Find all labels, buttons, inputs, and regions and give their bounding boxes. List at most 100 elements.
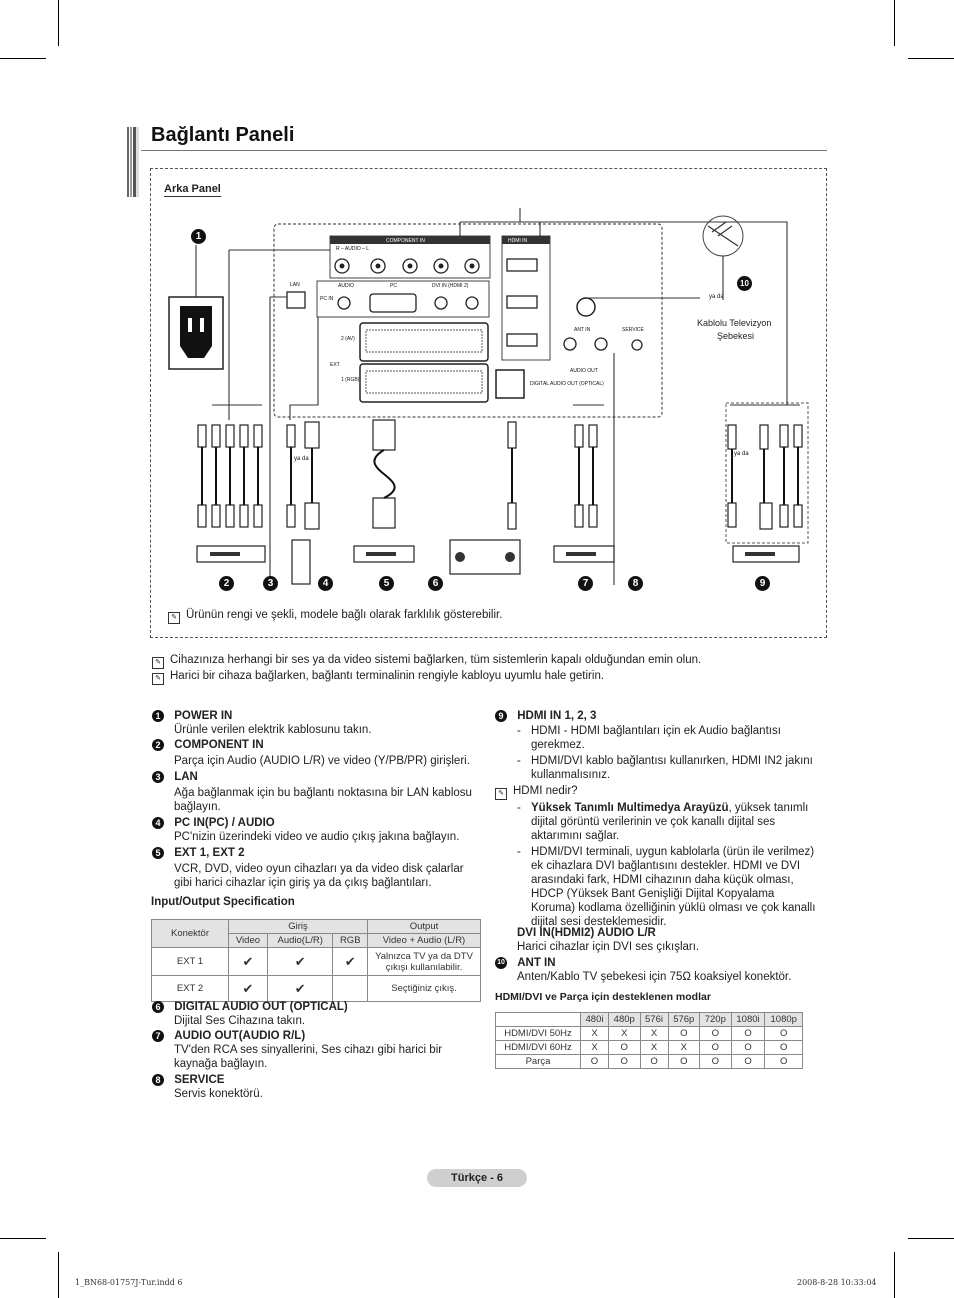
io-sub-audio: Audio(L/R): [266, 933, 334, 948]
diagram-note-text: Ürünün rengi ve şekli, modele bağlı olar…: [186, 609, 503, 621]
marker-8: 8: [628, 576, 643, 591]
item-number: 10: [495, 956, 507, 969]
item-text: Ağa bağlanmak için bu bağlantı noktasına…: [174, 787, 472, 799]
io-spec-title: Input/Output Specification: [151, 896, 295, 908]
io-cell: ✔: [332, 947, 368, 976]
hdmi-what-bullet-2: - HDMI/DVI terminali, uygun kablolarla (…: [517, 846, 816, 928]
hdmi-in-label: HDMI IN: [508, 238, 528, 244]
item-title: SERVICE: [174, 1074, 225, 1086]
marker-10: 10: [737, 276, 752, 291]
dvi-in-label: DVI IN (HDMI 2): [432, 283, 469, 289]
table-row: EXT 2 ✔ ✔ Seçtiğiniz çıkış.: [151, 975, 481, 1002]
item-text: Parça için Audio (AUDIO L/R) ve video (Y…: [174, 755, 470, 767]
modes-title: HDMI/DVI ve Parça için desteklenen modla…: [495, 991, 711, 1003]
crop-mark: [0, 58, 46, 59]
item-number: 9: [495, 709, 507, 722]
marker-3: 3: [263, 576, 278, 591]
footer-file: 1_BN68-01757J-Tur.indd 6: [75, 1278, 183, 1287]
item-component-in: 2 COMPONENT IN Parça için Audio (AUDIO L…: [152, 738, 482, 768]
cable-tv-label: Kablolu Televizyon: [697, 318, 771, 328]
crop-mark: [0, 1238, 46, 1239]
footer-date: 2008-8-28 10:33:04: [797, 1278, 877, 1287]
cable-ya-da-left: ya da: [294, 456, 309, 462]
item-title: LAN: [174, 771, 198, 783]
item-pc-in: 4 PC IN(PC) / AUDIO PC'nizin üzerindeki …: [152, 816, 482, 844]
title-rule: [141, 150, 827, 151]
vga-port: [369, 293, 417, 313]
io-cell: EXT 2: [151, 975, 229, 1002]
page-number-label: Türkçe - 6: [427, 1169, 527, 1187]
service-label: SERVICE: [622, 327, 645, 333]
io-cell: ✔: [266, 975, 334, 1002]
item-text: VCR, DVD, video oyun cihazları ya da vid…: [174, 863, 464, 875]
io-sub-output: Video + Audio (L/R): [367, 933, 481, 948]
note-1: ✎Cihazınıza herhangi bir ses ya da video…: [152, 653, 701, 669]
ant-in-label: ANT IN: [574, 327, 591, 333]
lan-label: LAN: [290, 282, 300, 288]
crop-mark: [894, 0, 895, 46]
io-header-giris: Giriş: [228, 919, 368, 934]
service-port: [631, 339, 643, 351]
io-header-output: Output: [367, 919, 481, 934]
dvi-audio-block: DVI IN(HDMI2) AUDIO L/R Harici cihazlar …: [517, 926, 827, 954]
item-text: Anten/Kablo TV şebekesi için 75Ω koaksiy…: [517, 971, 792, 983]
optical-port: [495, 369, 525, 399]
title-decoration: [127, 127, 139, 197]
hdmi-what-title: HDMI nedir?: [513, 785, 578, 797]
scart-ext1: [359, 363, 489, 403]
pc-device: [291, 539, 311, 585]
item-number: 2: [152, 738, 164, 751]
item-power-in: 1 POWER IN Ürünle verilen elektrik kablo…: [152, 709, 482, 737]
ext1-label: 1 (RGB): [341, 377, 360, 383]
crop-mark: [894, 1252, 895, 1298]
io-cell: EXT 1: [151, 947, 229, 976]
panel-outline: [273, 223, 663, 418]
marker-6: 6: [428, 576, 443, 591]
hdmi-what-bullet-1: - Yüksek Tanımlı Multimedya Arayüzü, yük…: [517, 802, 809, 842]
io-cell: ✔: [228, 947, 268, 976]
item-title: EXT 1, EXT 2: [174, 847, 245, 859]
item-text: Ürünle verilen elektrik kablosunu takın.: [174, 724, 372, 736]
item-title: HDMI IN 1, 2, 3: [517, 710, 597, 722]
marker-2: 2: [219, 576, 234, 591]
crop-mark: [908, 1238, 954, 1239]
item-title: ANT IN: [517, 957, 556, 969]
pc-label: PC: [390, 283, 397, 289]
note-2: ✎Harici bir cihaza bağlarken, bağlantı t…: [152, 669, 604, 685]
io-cell: ✔: [266, 947, 334, 976]
item-ext: 5 EXT 1, EXT 2 VCR, DVD, video oyun ciha…: [152, 846, 482, 890]
io-sub-video: Video: [228, 933, 268, 948]
item-digital-audio-out: 6 DIGITAL AUDIO OUT (OPTICAL) Dijital Se…: [152, 1000, 482, 1028]
power-socket-face: [180, 306, 212, 358]
item-text: kaynağa bağlayın.: [174, 1058, 268, 1070]
dvi-text: Harici cihazlar için DVI ses çıkışları.: [517, 941, 700, 953]
optical-label: DIGITAL AUDIO OUT (OPTICAL): [530, 381, 604, 387]
item-title: DIGITAL AUDIO OUT (OPTICAL): [174, 1001, 348, 1013]
io-cell: [332, 975, 368, 1002]
item-title: AUDIO OUT(AUDIO R/L): [174, 1030, 306, 1042]
item-number: 3: [152, 770, 164, 783]
item-title: COMPONENT IN: [174, 739, 264, 751]
item-text: Dijital Ses Cihazına takın.: [174, 1015, 306, 1027]
section-label: Arka Panel: [164, 183, 221, 197]
marker-7: 7: [578, 576, 593, 591]
rear-panel-box: [150, 168, 827, 638]
crop-mark: [58, 1252, 59, 1298]
io-sub-rgb: RGB: [332, 933, 368, 948]
item-number: 4: [152, 816, 164, 829]
component-audio-label: R – AUDIO – L: [336, 246, 369, 252]
connection-diagram: COMPONENT IN R – AUDIO – L HDMI IN LAN P…: [168, 208, 809, 585]
cable-tv-label-2: Şebekesi: [717, 331, 754, 341]
marker-9: 9: [755, 576, 770, 591]
marker-1: 1: [191, 229, 206, 244]
hdmi-bullet-1: - HDMI - HDMI bağlantıları için ek Audio…: [517, 725, 781, 751]
item-number: 7: [152, 1029, 164, 1042]
hdmi-bullet-2: - HDMI/DVI kablo bağlantısı kullanırken,…: [517, 755, 813, 781]
scart-ext2: [359, 322, 489, 362]
item-number: 1: [152, 709, 164, 722]
marker-4: 4: [318, 576, 333, 591]
dvi-title: DVI IN(HDMI2) AUDIO L/R: [517, 927, 656, 939]
